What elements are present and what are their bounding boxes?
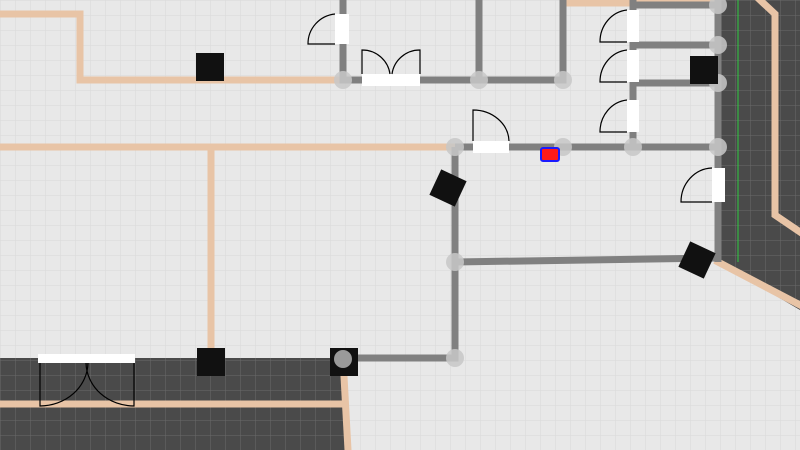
- door-opening: [627, 50, 639, 82]
- door-opening: [627, 100, 639, 132]
- column[interactable]: [197, 348, 225, 376]
- door-entrance-double[interactable]: [38, 354, 135, 407]
- column[interactable]: [690, 56, 718, 84]
- wall-node[interactable]: [554, 71, 572, 89]
- wall-node[interactable]: [470, 71, 488, 89]
- wall-node[interactable]: [709, 138, 727, 156]
- exterior-wall-diagonal[interactable]: [713, 257, 800, 309]
- door-opening: [473, 141, 509, 153]
- door-opening: [712, 168, 725, 202]
- door-swing: [472, 109, 510, 142]
- exterior-wall-right-inner[interactable]: [755, 0, 800, 237]
- door-top-room-double[interactable]: [361, 49, 421, 86]
- door-opening: [335, 14, 349, 44]
- door-opening: [627, 10, 639, 42]
- door-opening: [38, 354, 135, 363]
- wall-node[interactable]: [624, 138, 642, 156]
- door-swing: [599, 99, 628, 133]
- door-right-corridor[interactable]: [680, 167, 725, 203]
- door-swing: [391, 49, 421, 75]
- column[interactable]: [196, 53, 224, 81]
- wall-node[interactable]: [709, 36, 727, 54]
- door-restroom-3[interactable]: [599, 99, 639, 133]
- column[interactable]: [678, 241, 716, 279]
- door-swing: [599, 9, 628, 43]
- door-office[interactable]: [472, 109, 510, 153]
- door-swing: [307, 13, 336, 45]
- door-restroom-1[interactable]: [599, 9, 639, 43]
- wall-node[interactable]: [446, 253, 464, 271]
- dark-floor-right: [718, 0, 800, 310]
- wall-node[interactable]: [334, 71, 352, 89]
- door-top-room-left[interactable]: [307, 13, 349, 45]
- wall-node[interactable]: [334, 350, 352, 368]
- door-restroom-2[interactable]: [599, 49, 639, 83]
- door-swing: [680, 167, 713, 203]
- selected-object-marker[interactable]: [540, 147, 560, 162]
- wall-node[interactable]: [709, 0, 727, 14]
- wall-node[interactable]: [446, 138, 464, 156]
- interior-wall-office-bottom[interactable]: [454, 254, 719, 266]
- doors[interactable]: [38, 9, 725, 407]
- door-swing: [599, 49, 628, 83]
- door-swing: [85, 362, 135, 407]
- column[interactable]: [429, 169, 467, 207]
- selected-object[interactable]: [540, 147, 560, 162]
- wall-node[interactable]: [446, 349, 464, 367]
- door-swing: [361, 49, 391, 75]
- door-opening: [362, 74, 420, 86]
